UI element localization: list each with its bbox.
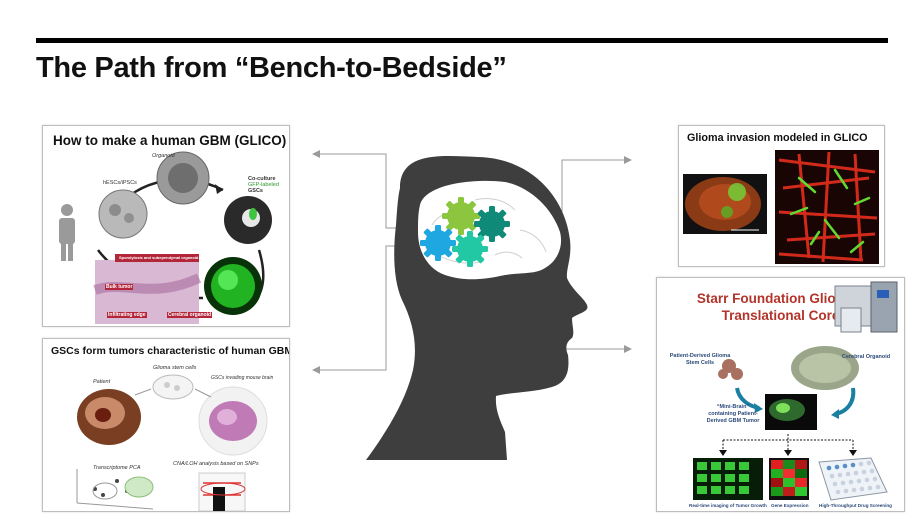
confocal-texture xyxy=(778,151,878,263)
starr-figure xyxy=(693,281,898,501)
tumors-figure xyxy=(76,374,268,511)
tumors-panel: GSCs form tumors characteristic of human… xyxy=(42,338,290,512)
lime-gear-icon xyxy=(442,197,480,235)
bulk-label: Bulk tumor xyxy=(105,284,134,290)
invasion-panel-title: Glioma invasion modeled in GLICO xyxy=(687,132,868,144)
patient-label: Patient xyxy=(93,379,111,385)
spread-label: Spondylosis and subependymal organoid ce… xyxy=(119,255,209,260)
stem-cells-image xyxy=(718,359,743,380)
well-plate-image xyxy=(818,457,888,501)
stem-cell-image xyxy=(98,189,148,239)
starr-title-line1: Starr Foundation Glionoid xyxy=(696,291,865,306)
aqua-gear-icon xyxy=(452,231,488,267)
glioma-stem-label: Glioma stem cells xyxy=(153,365,197,371)
tumor-imaging-grid xyxy=(693,458,763,500)
caption-gene-expression: Gene Expression xyxy=(771,503,809,508)
hesc-label: hESCs/iPSCs xyxy=(103,180,137,186)
slide-title: The Path from “Bench-to-Bedside” xyxy=(36,52,507,84)
tumors-panel-title: GSCs form tumors characteristic of human… xyxy=(51,345,290,357)
invading-label: GSCs invading mouse brain xyxy=(211,375,274,381)
glico-panel-title: How to make a human GBM (GLICO) xyxy=(53,133,287,148)
cerebral-label: Cerebral organoid xyxy=(167,312,213,318)
lab-robot-image xyxy=(834,281,898,333)
gfp-label: GFP-labeled xyxy=(248,182,279,188)
coculture-label: Co-culture xyxy=(248,176,276,182)
pca-plot xyxy=(76,469,154,510)
gscs-label: GSCs xyxy=(248,188,263,194)
caption-tumor-growth: Real-time imaging of Tumor Growth xyxy=(689,503,767,508)
glico-panel: How to make a human GBM (GLICO) Organoid… xyxy=(42,125,290,327)
teal-gear-icon xyxy=(474,206,510,242)
cna-label: CNA/LOH analysis based on SNPs xyxy=(173,461,259,467)
invasion-panel: Glioma invasion modeled in GLICO xyxy=(678,125,885,267)
cna-plot xyxy=(198,472,246,511)
patient-derived-label: Patient-Derived Glioma Stem Cells xyxy=(669,353,731,366)
title-rule xyxy=(36,38,888,43)
organoid-label: Organoid xyxy=(152,153,175,159)
starr-title-line2: Translational Core xyxy=(721,308,840,323)
person-icon xyxy=(59,204,75,261)
gene-expression-heatmap xyxy=(769,458,809,500)
infiltrating-label: Infiltrating edge xyxy=(107,312,147,318)
pca-label: Transcriptome PCA xyxy=(93,465,141,471)
blue-gear-icon xyxy=(420,225,456,261)
cerebral-organoid-label: Cerebral Organoid xyxy=(841,354,891,360)
mini-brain-label: “Mini-Brain” containing Patient-Derived … xyxy=(706,404,760,424)
invasion-figure xyxy=(683,150,879,264)
caption-drug-screening: High-Throughput Drug Screening xyxy=(819,503,892,508)
starr-panel: Starr Foundation Glionoid Translational … xyxy=(656,277,905,512)
